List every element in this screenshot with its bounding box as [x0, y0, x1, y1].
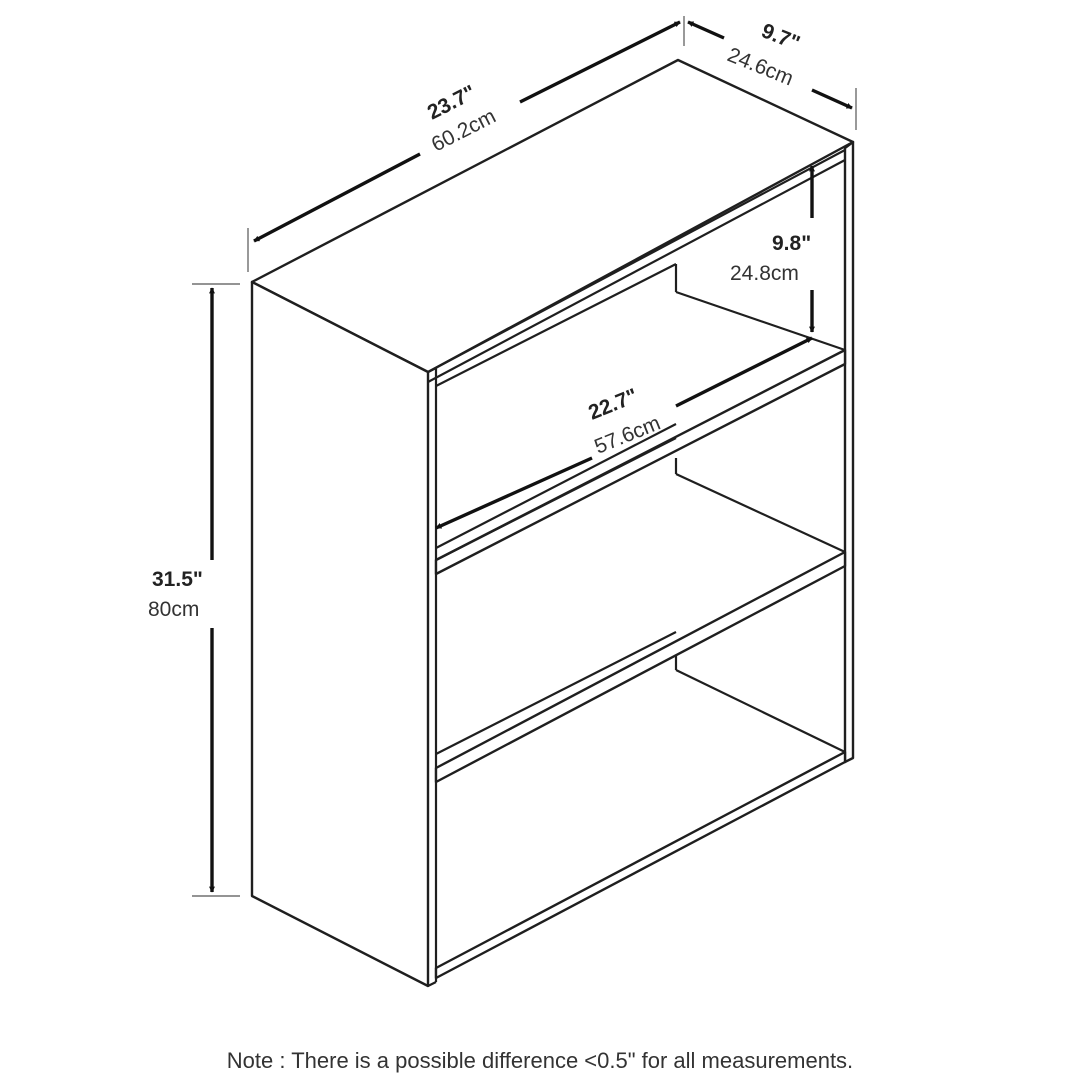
bookcase	[250, 58, 855, 988]
height-dimension: 31.5" 80cm	[148, 283, 240, 897]
inner-width-inch-label: 22.7"	[585, 384, 641, 424]
measurement-note: Note : There is a possible difference <0…	[226, 1048, 854, 1073]
inner-width-dimension: 22.7" 57.6cm	[435, 336, 813, 530]
height-inch-label: 31.5"	[152, 568, 203, 591]
bottom-shelf	[434, 750, 847, 980]
shelf-gap-dimension: 9.8" 24.8cm	[730, 165, 815, 333]
right-side-panel	[843, 140, 855, 764]
shelf-2	[434, 550, 847, 784]
left-side-panel	[250, 280, 430, 988]
shelf-gap-cm-label: 24.8cm	[730, 262, 799, 285]
shelf-gap-inch-label: 9.8"	[772, 232, 811, 255]
depth-inch-label: 9.7"	[758, 19, 803, 55]
height-cm-label: 80cm	[148, 598, 199, 621]
top-panel	[250, 58, 855, 374]
shelf-1	[434, 348, 847, 576]
